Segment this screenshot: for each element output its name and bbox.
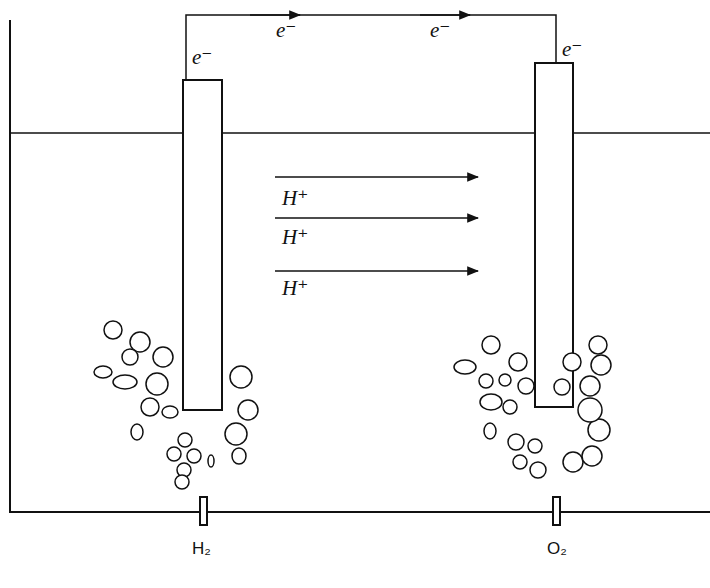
gas-label: H₂ — [192, 540, 211, 559]
electron-arrow — [420, 14, 470, 16]
gas-inlet — [553, 497, 560, 525]
external-wire — [186, 15, 556, 80]
water-surface — [10, 132, 710, 134]
tank-wall — [10, 20, 710, 512]
electron-label: e⁻ — [562, 38, 582, 61]
proton-label: H⁺ — [282, 277, 308, 300]
gas-inlet — [200, 497, 207, 525]
gas-bubbles — [94, 321, 611, 489]
electron-label: e⁻ — [276, 19, 296, 42]
gas-label: O₂ — [547, 540, 567, 559]
proton-label: H⁺ — [282, 187, 308, 210]
electron-arrow — [250, 14, 300, 16]
proton-arrow — [275, 217, 478, 219]
proton-arrow — [275, 270, 478, 272]
proton-arrow — [275, 176, 478, 178]
electron-label: e⁻ — [192, 46, 212, 69]
electron-label: e⁻ — [430, 19, 450, 42]
anode-electrode — [183, 80, 222, 410]
proton-label: H⁺ — [282, 226, 308, 249]
